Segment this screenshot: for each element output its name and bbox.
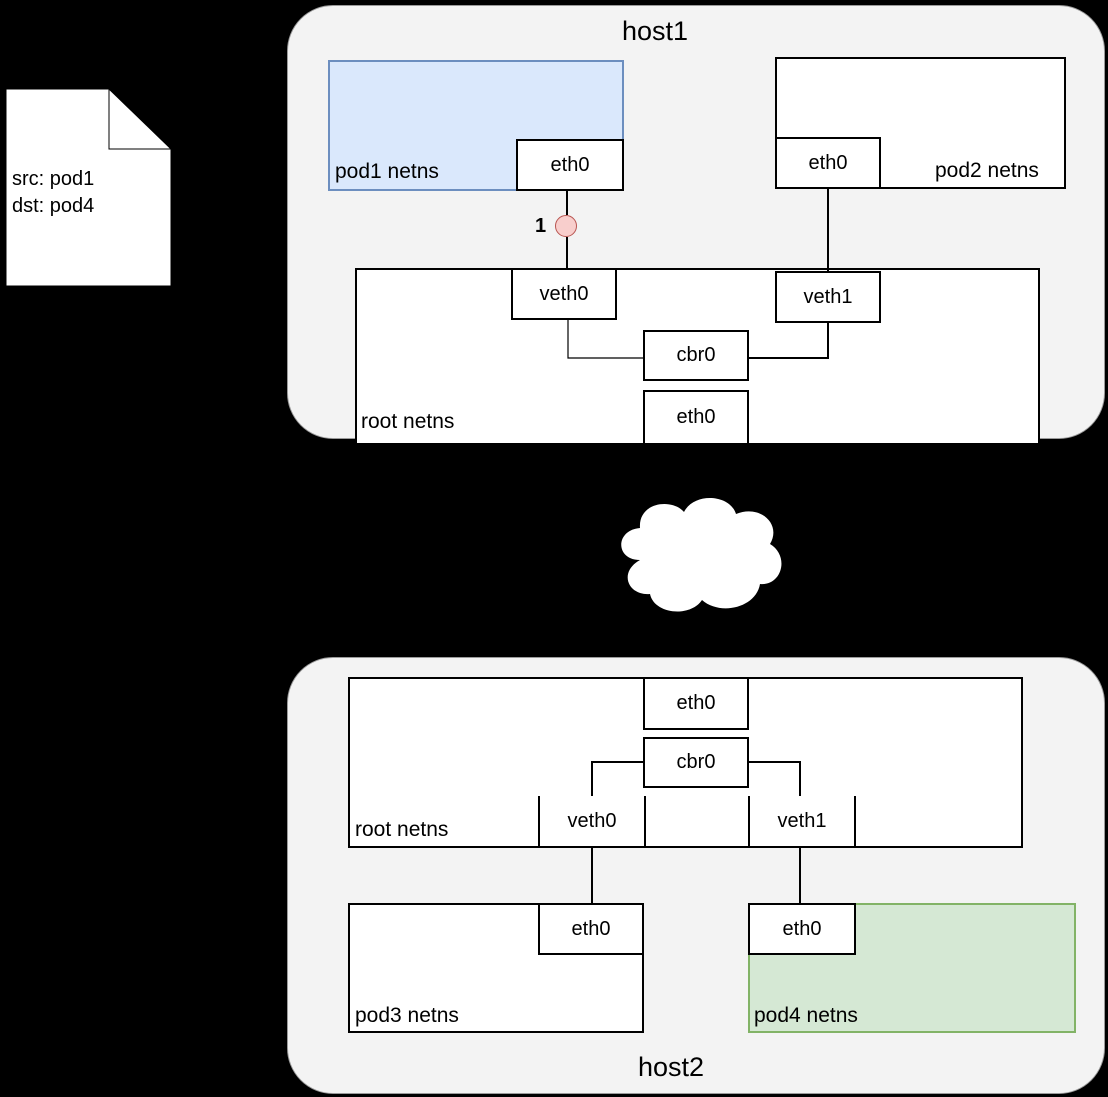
wire-veth0-cbr0 <box>567 320 643 359</box>
pod1-eth0: eth0 <box>516 139 624 191</box>
host2-root-netns-label: root netns <box>355 818 449 841</box>
host1-eth0: eth0 <box>643 390 749 443</box>
network-cloud-icon <box>621 497 782 612</box>
host2-veth0: veth0 <box>538 796 646 848</box>
host2-title: host2 <box>638 1052 705 1082</box>
pod1-netns-label: pod1 netns <box>335 160 439 183</box>
packet-dst: dst: pod4 <box>12 195 95 217</box>
host2-eth0: eth0 <box>643 677 749 730</box>
host1-root-netns-label: root netns <box>361 410 455 433</box>
pod2-netns-label: pod2 netns <box>935 159 1039 182</box>
pod3-eth0: eth0 <box>538 903 644 955</box>
wire-cbr0-veth1-h2 <box>749 761 801 796</box>
host1-cbr0: cbr0 <box>643 330 749 381</box>
host2-cbr0: cbr0 <box>643 737 749 788</box>
pod2-eth0: eth0 <box>775 137 881 189</box>
pod3-netns-label: pod3 netns <box>355 1004 459 1027</box>
host2-veth1: veth1 <box>748 796 856 848</box>
pod4-netns-label: pod4 netns <box>754 1004 858 1027</box>
packet-document-icon <box>5 88 172 287</box>
packet-src: src: pod1 <box>12 168 95 190</box>
wire-veth1-cbr0 <box>749 323 829 359</box>
pod4-eth0: eth0 <box>748 903 856 955</box>
step-marker-circle <box>555 215 577 237</box>
host1-veth0: veth0 <box>511 268 617 320</box>
pod1-netns <box>328 60 624 191</box>
step-marker-label: 1 <box>535 215 547 237</box>
host1-title: host1 <box>622 16 689 46</box>
host1-veth1: veth1 <box>775 271 881 323</box>
wire-cbr0-veth0-h2 <box>591 761 643 796</box>
